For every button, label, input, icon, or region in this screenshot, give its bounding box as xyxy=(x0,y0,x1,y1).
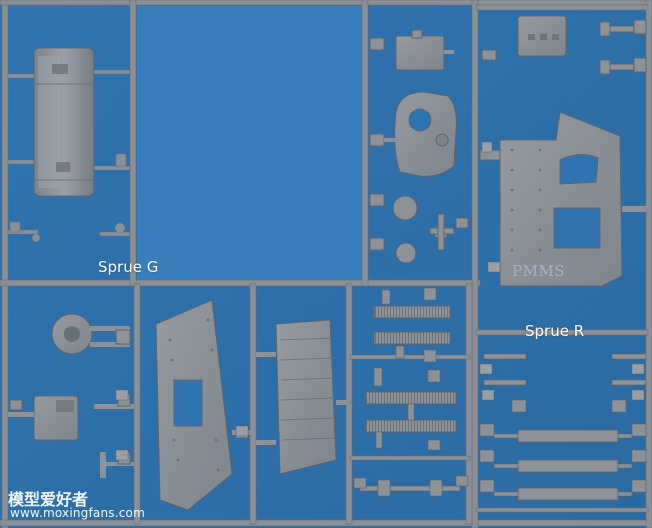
part-discs xyxy=(369,193,469,264)
pmms-watermark: PMMS xyxy=(512,262,566,280)
part-pins-topright xyxy=(599,19,647,75)
sprue-r-label: Sprue R xyxy=(525,322,585,340)
part-ribbed-panel xyxy=(256,319,348,475)
part-rails-mid xyxy=(353,287,469,497)
sprue-tags xyxy=(115,141,645,461)
site-watermark-url: www.moxingfans.com xyxy=(10,506,145,520)
part-hatch-small xyxy=(369,29,454,71)
part-hull-plate-r xyxy=(479,111,646,287)
part-cylinder xyxy=(33,47,95,197)
background-panel xyxy=(137,6,363,280)
part-round-mount xyxy=(51,313,131,355)
part-hull-plate-g xyxy=(155,299,252,511)
site-watermark-cn: 模型爱好者 xyxy=(8,490,89,509)
part-turret-plate xyxy=(369,91,457,177)
part-bracket-top xyxy=(481,15,567,61)
part-rails-right xyxy=(479,353,647,501)
sprue-g-label: Sprue G xyxy=(98,258,159,276)
sprue-gates-g xyxy=(7,69,131,243)
